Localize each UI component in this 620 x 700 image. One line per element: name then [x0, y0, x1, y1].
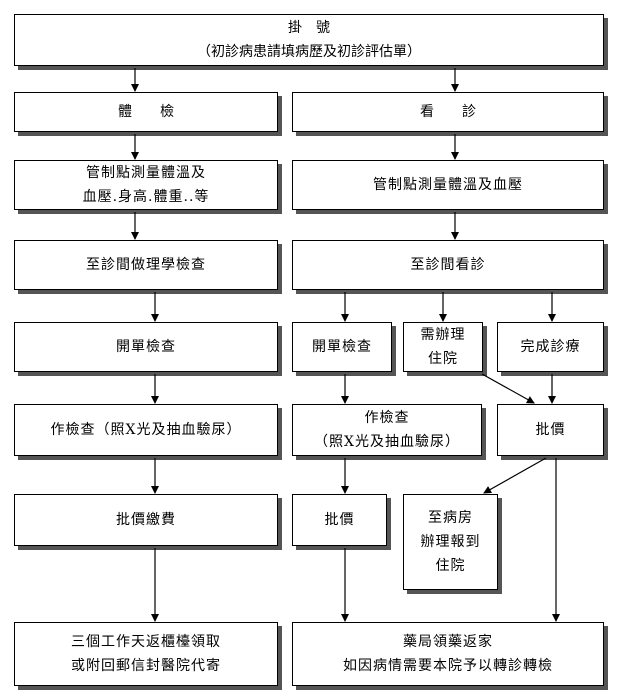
- arrow-pricing-ward: [483, 457, 547, 494]
- arrow-admission-pricing: [481, 373, 535, 404]
- vitals-left-box: 管制點測量體溫及 血壓.身高.體重..等: [14, 160, 278, 210]
- ward-line3: 住院: [435, 558, 466, 574]
- pay-left-label: 批價繳費: [116, 512, 176, 528]
- order-left-box: 開單檢查: [14, 322, 278, 372]
- to-clinic-label: 至診間看診: [410, 257, 486, 273]
- pharmacy-line1: 藥局領藥返家: [403, 634, 493, 650]
- lab-to-clinic-box: 至診間做理學檢查: [14, 240, 278, 290]
- physical-exam-box: 體 檢: [14, 92, 278, 132]
- vitals-left-line1: 管制點測量體溫及: [86, 165, 206, 181]
- pharmacy-box: 藥局領藥返家 如因病情需要本院予以轉診轉檢: [292, 622, 604, 686]
- treatment-done-label: 完成診療: [520, 339, 581, 355]
- registration-note: （初診病患請填病歷及初診評估單）: [197, 44, 421, 60]
- pricing-mid-box: 批價: [292, 494, 387, 546]
- exam-left-box: 作檢查（照X光及抽血驗尿）: [14, 404, 278, 456]
- pharmacy-line2: 如因病情需要本院予以轉診轉檢: [343, 658, 553, 674]
- order-right-box: 開單檢查: [292, 322, 392, 372]
- pricing-right-box: 批價: [497, 404, 604, 456]
- pay-left-box: 批價繳費: [14, 494, 278, 546]
- order-right-label: 開單檢查: [312, 339, 372, 355]
- vitals-right-label: 管制點測量體溫及血壓: [373, 177, 523, 193]
- to-clinic-box: 至診間看診: [292, 240, 604, 290]
- exam-right-box: 作檢查 （照X光及抽血驗尿）: [292, 404, 482, 456]
- registration-box: 掛 號 （初診病患請填病歷及初診評估單）: [14, 14, 604, 66]
- ward-line1: 至病房: [428, 510, 473, 526]
- ward-line2: 辦理報到: [420, 534, 481, 550]
- report-pickup-line1: 三個工作天返櫃檯領取: [71, 634, 221, 650]
- exam-left-label: 作檢查（照X光及抽血驗尿）: [50, 422, 242, 438]
- vitals-right-box: 管制點測量體溫及血壓: [292, 160, 604, 210]
- ward-box: 至病房 辦理報到 住院: [403, 494, 498, 590]
- pricing-right-label: 批價: [535, 422, 566, 438]
- consult-box: 看 診: [292, 92, 604, 132]
- admission-needed-box: 需辦理 住院: [403, 322, 483, 372]
- admission-needed-line2: 住院: [428, 351, 458, 367]
- pricing-mid-label: 批價: [324, 512, 355, 528]
- vitals-left-line2: 血壓.身高.體重..等: [82, 189, 210, 205]
- report-pickup-box: 三個工作天返櫃檯領取 或附回郵信封醫院代寄: [14, 622, 278, 686]
- order-left-label: 開單檢查: [116, 339, 176, 355]
- report-pickup-line2: 或附回郵信封醫院代寄: [71, 658, 221, 674]
- physical-exam-label: 體 檢: [118, 104, 174, 120]
- exam-right-line1: 作檢查: [364, 410, 410, 426]
- treatment-done-box: 完成診療: [497, 322, 604, 372]
- lab-to-clinic-label: 至診間做理學檢查: [86, 257, 206, 273]
- consult-label: 看 診: [420, 104, 476, 120]
- exam-right-line2: （照X光及抽血驗尿）: [314, 434, 460, 450]
- registration-title: 掛 號: [288, 20, 330, 36]
- admission-needed-line1: 需辦理: [420, 327, 466, 343]
